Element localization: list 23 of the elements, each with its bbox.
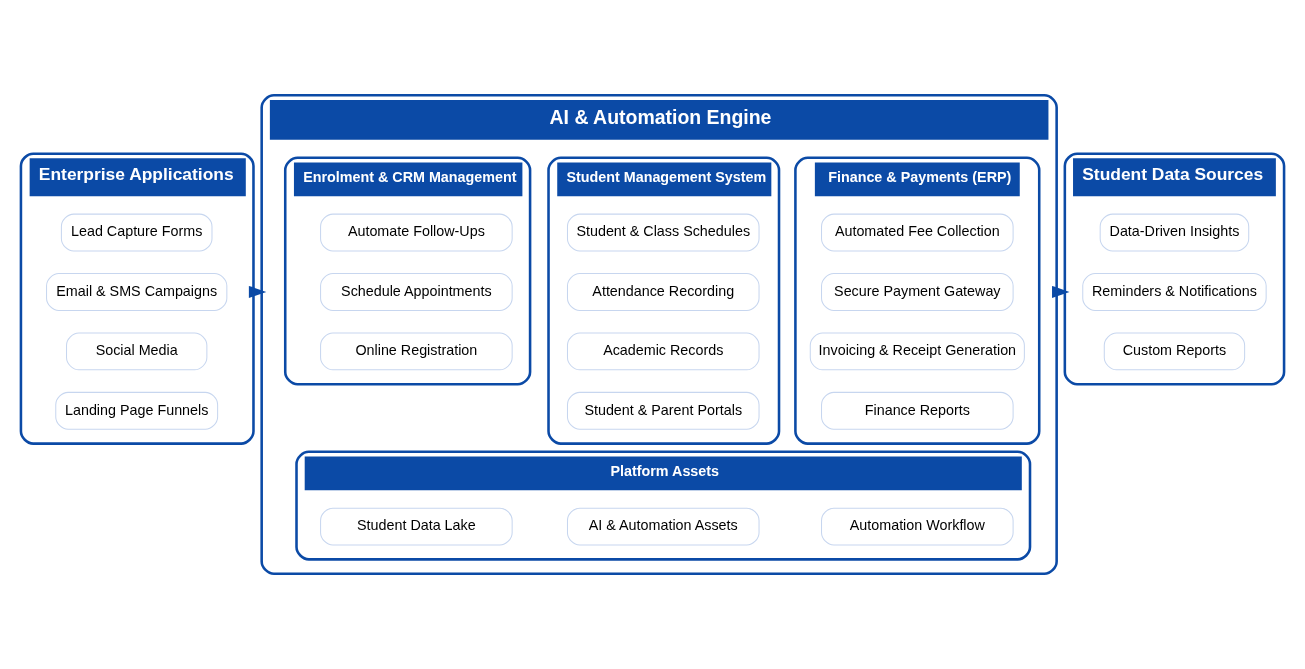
node-box: Attendance Recording [566,273,760,311]
node-box: Automation Workflow [821,507,1014,546]
node-box: Reminders & Notifications [1082,273,1267,311]
node-box: Data-Driven Insights [1099,213,1250,252]
node-box: Secure Payment Gateway [821,273,1014,311]
node-box: Finance Reports [821,391,1014,430]
node-box: Automate Follow-Ups [320,213,513,252]
node-box: Email & SMS Campaigns [46,273,228,311]
node-box: Landing Page Funnels [55,391,219,430]
node-box: Automated Fee Collection [821,213,1014,252]
node-box: Social Media [66,332,208,371]
node-box: Student & Class Schedules [566,213,760,252]
node-box: Student & Parent Portals [566,391,760,430]
node-box: Schedule Appointments [320,273,513,311]
node-box: Invoicing & Receipt Generation [809,332,1025,371]
node-box: Lead Capture Forms [60,213,213,252]
node-box: Academic Records [566,332,760,371]
node-box: Online Registration [320,332,513,371]
node-box: Student Data Lake [320,507,513,546]
arrow [248,285,267,299]
node-box: AI & Automation Assets [566,507,760,546]
arrow [1052,285,1070,299]
node-box: Custom Reports [1103,332,1246,371]
